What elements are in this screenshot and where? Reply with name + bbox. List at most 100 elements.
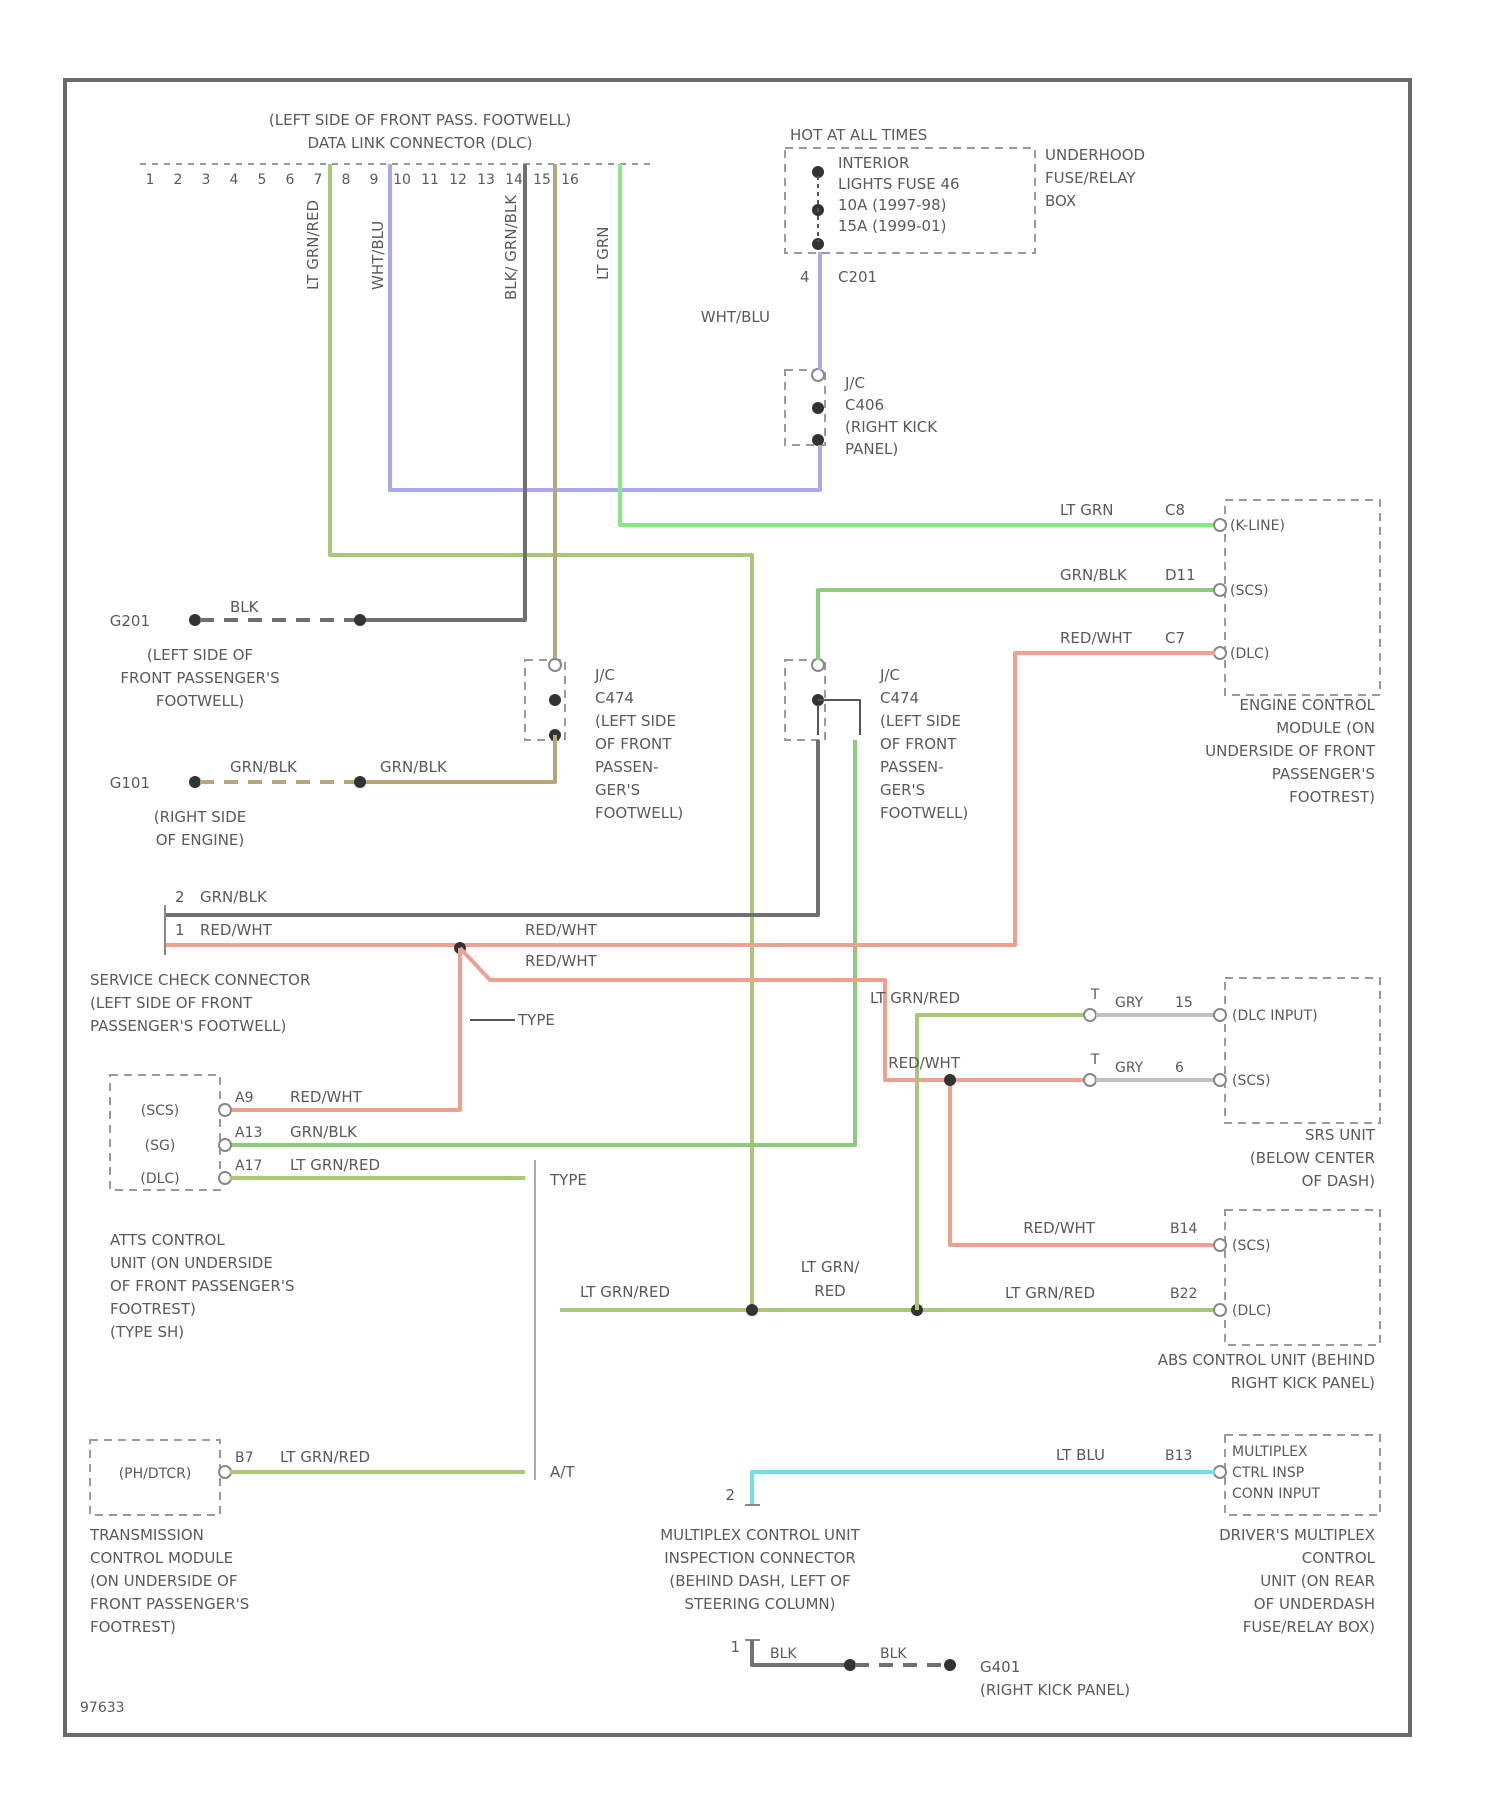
atts-desc: FOOTREST) — [110, 1300, 196, 1318]
dlc-title: DATA LINK CONNECTOR (DLC) — [308, 134, 533, 152]
wire-blk-g401 — [752, 1640, 850, 1665]
diagram-id: 97633 — [80, 1700, 125, 1716]
ecm-pin-label: (K-LINE) — [1230, 518, 1285, 534]
multiplex-unit-desc: CONTROL — [1302, 1549, 1376, 1567]
fuse-wire-label: WHT/BLU — [701, 308, 770, 326]
srs-conn-mark: T — [1090, 987, 1100, 1003]
srs-pin-number: 6 — [1175, 1060, 1184, 1076]
dlc-wire-label: BLK/ GRN/BLK — [502, 194, 520, 300]
service-check-desc: (LEFT SIDE OF FRONT — [90, 994, 253, 1012]
wire-grn-blk-atts — [230, 740, 855, 1145]
abs-desc: ABS CONTROL UNIT (BEHIND — [1158, 1351, 1375, 1369]
wire-grn-blk-ecm — [818, 590, 1215, 660]
srs-wire-label: RED/WHT — [888, 1054, 961, 1072]
srs-pin — [1214, 1074, 1226, 1086]
abs-pin-label: (DLC) — [1232, 1303, 1271, 1319]
srs-conn-pin — [1084, 1009, 1096, 1021]
bus-splice — [746, 1304, 758, 1316]
dlc-pin-number: 2 — [174, 172, 183, 188]
ecm-wire-label: RED/WHT — [1060, 629, 1133, 647]
jc-dot — [812, 434, 824, 446]
jc-dot — [549, 694, 561, 706]
ground-g401-id: G401 — [980, 1658, 1020, 1676]
ecm-pin — [1214, 519, 1226, 531]
ground-g401-wire: BLK — [770, 1646, 797, 1662]
service-check-desc: PASSENGER'S FOOTWELL) — [90, 1017, 286, 1035]
atts-wire-label: GRN/BLK — [290, 1123, 358, 1141]
ground-g201-desc: (LEFT SIDE OF — [147, 646, 253, 664]
multiplex-unit-desc: OF UNDERDASH — [1254, 1595, 1375, 1613]
dlc-wire-label: LT GRN/RED — [304, 200, 322, 290]
service-pin: 1 — [175, 921, 185, 939]
ecm-pin-number: C7 — [1165, 629, 1185, 647]
service-wire-label: GRN/BLK — [200, 888, 268, 906]
dlc-title: (LEFT SIDE OF FRONT PASS. FOOTWELL) — [269, 111, 571, 129]
ecm-pin — [1214, 647, 1226, 659]
srs-pin — [1214, 1009, 1226, 1021]
srs-box — [1225, 978, 1380, 1123]
ground-g101-desc: (RIGHT SIDE — [154, 808, 247, 826]
dlc-pin-number: 3 — [202, 172, 211, 188]
abs-pin-number: B22 — [1170, 1286, 1197, 1302]
abs-pin-number: B14 — [1170, 1221, 1198, 1237]
ground-g101-splice — [354, 776, 366, 788]
fuse-label: 10A (1997-98) — [838, 196, 947, 214]
atts-desc: UNIT (ON UNDERSIDE — [110, 1254, 273, 1272]
tcm-desc: CONTROL MODULE — [90, 1549, 233, 1567]
diagram-frame — [65, 80, 1410, 1735]
ground-g101-wire: GRN/BLK — [380, 758, 448, 776]
atts-pin-number: A9 — [235, 1090, 253, 1106]
ground-g101-id: G101 — [110, 774, 150, 792]
service-wire-label: RED/WHT — [200, 921, 273, 939]
fuse-pin: 4 — [800, 268, 810, 286]
fuse-label: INTERIOR — [838, 154, 909, 172]
jc-pin — [549, 659, 561, 671]
atts-pin-label: (DLC) — [140, 1171, 179, 1187]
ecm-desc: PASSENGER'S — [1272, 765, 1375, 783]
jc-right-kick-label: C406 — [845, 396, 884, 414]
multiplex-insp-desc: INSPECTION CONNECTOR — [664, 1549, 856, 1567]
jc-left1-label: GER'S — [595, 781, 640, 799]
multiplex-box-label: CTRL INSP — [1232, 1465, 1304, 1481]
srs-wire-label: LT GRN/RED — [870, 989, 960, 1007]
jc-right-kick-label: J/C — [844, 374, 865, 392]
atts-wire-label: RED/WHT — [290, 1088, 363, 1106]
dlc-pin-number: 9 — [370, 172, 379, 188]
abs-desc: RIGHT KICK PANEL) — [1231, 1374, 1375, 1392]
jc-right-kick-label: (RIGHT KICK — [845, 418, 938, 436]
ground-g201-wire: BLK — [230, 598, 260, 616]
tcm-desc: FRONT PASSENGER'S — [90, 1595, 249, 1613]
abs-pin — [1214, 1304, 1226, 1316]
dlc-pin-number: 6 — [286, 172, 295, 188]
jc-left1-label: FOOTWELL) — [595, 804, 683, 822]
tcm-pin — [219, 1466, 231, 1478]
srs-conn-pin — [1084, 1074, 1096, 1086]
tcm-at-label: A/T — [550, 1463, 575, 1481]
srs-desc: (BELOW CENTER — [1250, 1149, 1375, 1167]
ecm-pin-label: (SCS) — [1230, 583, 1268, 599]
dlc-pin-number: 4 — [230, 172, 239, 188]
tcm-desc: FOOTREST) — [90, 1618, 176, 1636]
dlc-pin-number: 15 — [533, 172, 551, 188]
atts-pin — [219, 1139, 231, 1151]
service-check-desc: SERVICE CHECK CONNECTOR — [90, 971, 310, 989]
dlc-pin-number: 11 — [421, 172, 439, 188]
multiplex-insp-desc: STEERING COLUMN) — [685, 1595, 836, 1613]
multiplex-box-label: CONN INPUT — [1232, 1486, 1320, 1502]
srs-conn-mark: T — [1090, 1052, 1100, 1068]
jc-left2-label: C474 — [880, 689, 919, 707]
dlc-pin-number: 8 — [342, 172, 351, 188]
fuse-label: LIGHTS FUSE 46 — [838, 175, 960, 193]
ground-g201-id: G201 — [110, 612, 150, 630]
multiplex-insp-desc: MULTIPLEX CONTROL UNIT — [660, 1526, 860, 1544]
ecm-pin-number: C8 — [1165, 501, 1185, 519]
dlc-pin-number: 7 — [314, 172, 323, 188]
jc-left2-label: (LEFT SIDE — [880, 712, 961, 730]
wire-lt-blu-multiplex — [752, 1472, 1215, 1505]
abs-wire-label: LT GRN/RED — [1005, 1284, 1095, 1302]
tcm-pin-label: (PH/DTCR) — [119, 1466, 192, 1482]
jc-pin — [812, 659, 824, 671]
dlc-pin-number: 14 — [505, 172, 523, 188]
jc-left1-label: OF FRONT — [595, 735, 672, 753]
